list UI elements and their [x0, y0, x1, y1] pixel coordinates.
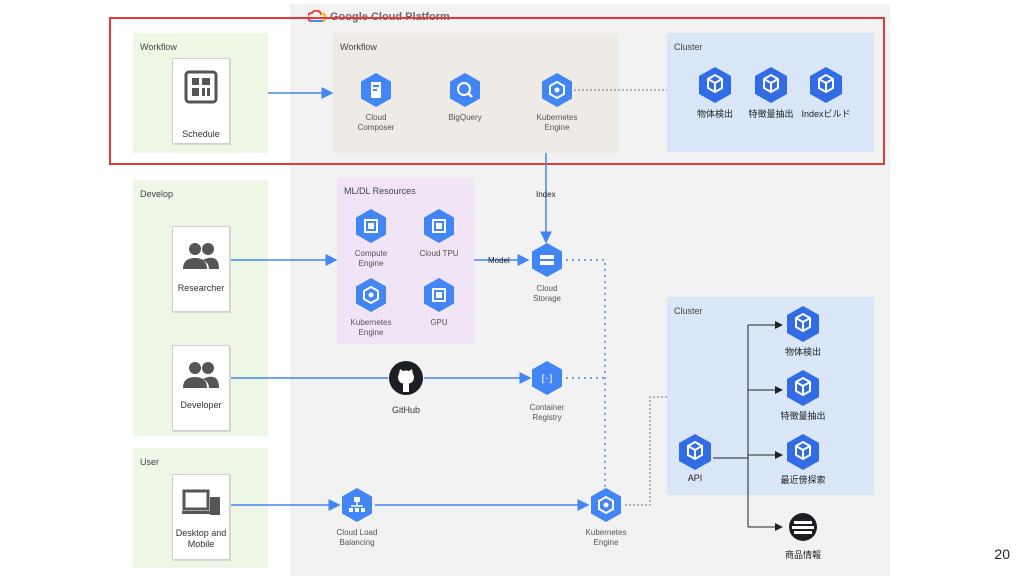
- feature-extraction-label: 特徴量抽出: [780, 411, 826, 421]
- model-label: Model: [488, 256, 510, 265]
- workflow-lane-label: Workflow: [140, 42, 177, 52]
- kubernetes-engine-top-label: Kubernetes Engine: [536, 113, 578, 132]
- highlight-box: [109, 17, 885, 165]
- ml-resources-label: ML/DL Resources: [344, 186, 416, 196]
- compute-engine-icon: [356, 209, 386, 243]
- developer-card: Developer: [172, 345, 230, 431]
- schedule-card: Schedule: [172, 58, 230, 144]
- bigquery-label: BigQuery: [448, 113, 482, 122]
- researcher-card: Researcher: [172, 226, 230, 312]
- gpu-icon: [424, 278, 454, 312]
- developer-icon: [183, 362, 219, 388]
- desktop-card-label: Desktop and Mobile: [175, 528, 227, 549]
- kubernetes-engine-top-icon: [542, 73, 572, 107]
- github-label: GitHub: [391, 405, 420, 415]
- cloud-load-balancing-icon: [342, 488, 372, 522]
- cluster-top-item: 特徴量抽出: [748, 109, 794, 119]
- cluster-top-item: Indexビルド: [801, 109, 851, 119]
- elasticsearch-icon: [789, 513, 817, 541]
- schedule-icon: [184, 70, 218, 104]
- desktop-mobile-icon: [182, 489, 220, 515]
- cluster-top-item: 物体検出: [696, 109, 733, 119]
- cloud-storage-icon: [532, 243, 562, 277]
- cloud-tpu-icon: [424, 209, 454, 243]
- object-detection-label: 物体検出: [784, 347, 821, 357]
- kube-pod-icon: [755, 67, 787, 103]
- kubernetes-engine-ml-icon: [356, 278, 386, 312]
- product-info-label: 商品情報: [784, 550, 821, 560]
- svg-text:[·]: [·]: [542, 374, 553, 385]
- cloud-load-balancing-label: Cloud Load Balancing: [336, 528, 378, 547]
- cloud-composer-label: Cloud Composer: [357, 113, 395, 132]
- index-label: Index: [536, 190, 556, 199]
- researcher-icon: [183, 243, 219, 269]
- kube-pod-icon: [787, 370, 819, 406]
- ml-resources-group: [337, 178, 474, 344]
- kubernetes-engine-bottom-icon: [591, 488, 621, 522]
- nearest-search-label: 最近傍探索: [780, 475, 826, 485]
- cloud-composer-icon: [361, 73, 391, 107]
- developer-card-label: Developer: [180, 400, 222, 410]
- desktop-card: Desktop and Mobile: [172, 474, 230, 560]
- kube-to-cluster-bottom-edge: [625, 396, 667, 506]
- kubernetes-engine-ml-label: Kubernetes Engine: [350, 318, 392, 337]
- kube-pod-icon: [810, 67, 842, 103]
- workflow-group-label: Workflow: [340, 42, 377, 52]
- kube-pod-icon: [787, 306, 819, 342]
- develop-lane-label: Develop: [140, 189, 174, 199]
- page-number: 20: [994, 546, 1010, 562]
- container-registry-icon: [·]: [532, 361, 562, 395]
- kube-pod-icon: [787, 434, 819, 470]
- kubernetes-engine-bottom-label: Kubernetes Engine: [585, 528, 627, 547]
- kube-pod-icon: [699, 67, 731, 103]
- researcher-card-label: Researcher: [177, 283, 225, 293]
- compute-engine-label: Compute Engine: [354, 249, 388, 268]
- cloud-tpu-label: Cloud TPU: [419, 249, 459, 258]
- storage-to-kube-dotted: [566, 259, 606, 488]
- cluster-bottom-label: Cluster: [674, 306, 703, 316]
- schedule-card-label: Schedule: [182, 129, 220, 139]
- cluster-top-label: Cluster: [674, 42, 703, 52]
- container-registry-label: Container Registry: [529, 403, 565, 422]
- api-pod-icon: [679, 434, 711, 470]
- user-lane-label: User: [140, 457, 160, 467]
- github-icon: [389, 361, 423, 395]
- cloud-storage-label: Cloud Storage: [532, 284, 562, 303]
- gpu-label: GPU: [430, 318, 448, 327]
- api-label: API: [687, 473, 703, 483]
- bigquery-icon: [450, 73, 480, 107]
